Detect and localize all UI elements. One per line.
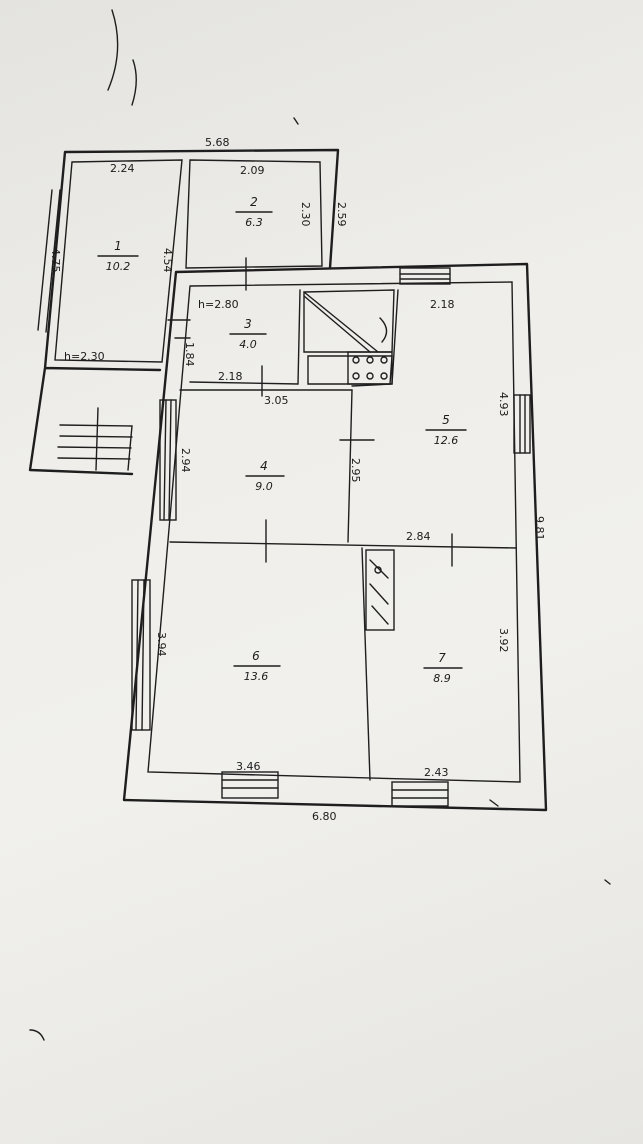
room-number: 7: [438, 651, 446, 665]
dim-room3-bottom: 2.18: [218, 370, 243, 383]
dim-room2-right: 2.30: [299, 202, 312, 227]
partition-rooms67: [361, 547, 371, 781]
door-marks: [167, 257, 453, 567]
dim-room6-bottom: 3.46: [236, 760, 261, 773]
window-bottom-right: [391, 781, 449, 807]
porch-steps: [57, 407, 133, 471]
room-area: 8.9: [433, 672, 451, 685]
room-5-label: 5 12.6: [425, 413, 467, 447]
room-3-label: 3 4.0: [229, 317, 267, 351]
room-number: 1: [114, 239, 122, 253]
room-area: 13.6: [244, 670, 269, 683]
room-number: 3: [244, 317, 252, 331]
room-6-label: 6 13.6: [233, 649, 281, 683]
closet-box: [303, 289, 395, 385]
room-1-label: 1 10.2: [97, 239, 139, 273]
window-right: [513, 394, 531, 454]
partition-room3: [189, 289, 301, 385]
room-number: 4: [260, 459, 268, 473]
partition-room4-right: [347, 389, 353, 543]
window-left-lower: [131, 579, 151, 731]
dim-room5-right: 4.93: [497, 392, 510, 417]
dim-room5-bottom: 2.84: [406, 530, 431, 543]
window-bottom-left: [221, 771, 279, 799]
annex-inner-wall: [54, 159, 183, 363]
annex-outer-wall: [28, 148, 340, 476]
dim-room3-height: h=2.80: [198, 298, 239, 311]
partition-middle: [169, 541, 517, 549]
stove-lower: [365, 549, 395, 631]
dim-room3-left: 1.84: [183, 342, 196, 367]
dim-room1-right: 4.54: [161, 248, 174, 273]
room-4-label: 4 9.0: [245, 459, 285, 493]
dim-room1-top: 2.24: [110, 162, 135, 175]
dim-top-overall: 5.68: [205, 136, 230, 149]
stray-marks: [29, 9, 611, 1041]
dim-room2-top: 2.09: [240, 164, 265, 177]
room-number: 2: [250, 195, 258, 209]
room-area: 12.6: [434, 434, 459, 447]
room-number: 5: [442, 413, 450, 427]
dim-room7-bottom: 2.43: [424, 766, 449, 779]
main-outer-wall: [122, 262, 548, 812]
main-inner-wall: [147, 281, 521, 783]
dim-room4-right: 2.95: [349, 458, 362, 483]
window-top: [399, 267, 451, 285]
room2-wall: [185, 159, 323, 269]
stove-upper: [347, 351, 393, 385]
room-area: 10.2: [106, 260, 131, 273]
window-left-upper: [159, 399, 177, 521]
dim-room4-top: 3.05: [264, 394, 289, 407]
dim-room5-top: 2.18: [430, 298, 455, 311]
dim-bottom-overall: 6.80: [312, 810, 337, 823]
room-number: 6: [252, 649, 260, 663]
room-area: 6.3: [245, 216, 263, 229]
dim-room6-left: 3.94: [155, 632, 168, 657]
room-7-label: 7 8.9: [423, 651, 463, 685]
room-area: 4.0: [239, 338, 257, 351]
dim-room4-left: 2.94: [179, 448, 192, 473]
dim-room1-height: h=2.30: [64, 350, 105, 363]
dim-room1-left: 4.75: [49, 248, 62, 273]
annex-left-window: [37, 189, 61, 333]
room-area: 9.0: [255, 480, 273, 493]
dim-room7-right: 3.92: [497, 628, 510, 653]
dim-annex-right: 2.59: [335, 202, 348, 227]
dim-main-right: 9.81: [533, 516, 546, 541]
room-2-label: 2 6.3: [235, 195, 273, 229]
